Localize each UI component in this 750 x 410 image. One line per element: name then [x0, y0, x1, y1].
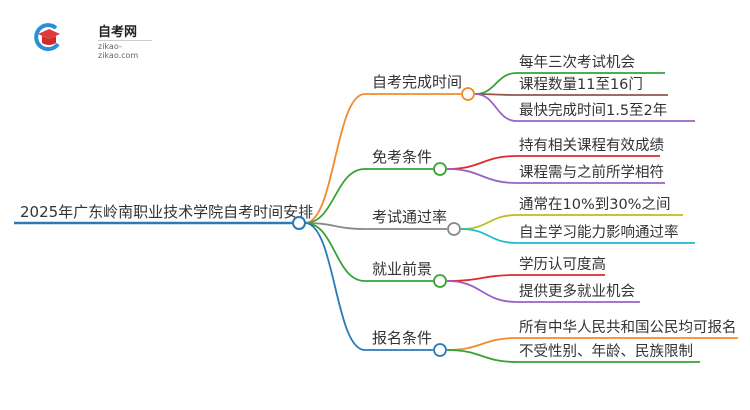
logo-title: 自考网: [98, 25, 138, 40]
leaf-connector: [446, 337, 738, 351]
branch-label: 自考完成时间: [372, 73, 462, 91]
leaf-connector: [474, 93, 695, 122]
leaf-label: 不受性别、年龄、民族限制: [519, 343, 693, 360]
leaf-label: 持有相关课程有效成绩: [519, 137, 664, 154]
root-label: 2025年广东岭南职业技术学院自考时间安排: [20, 203, 313, 221]
leaf-label: 每年三次考试机会: [519, 54, 635, 71]
graduation-cap-logo-icon: [34, 23, 60, 52]
leaf-label: 提供更多就业机会: [519, 283, 635, 300]
leaf-connector: [446, 274, 605, 282]
branch-connector: [304, 222, 433, 282]
branch-label: 就业前景: [372, 260, 432, 278]
branch-node: [461, 87, 475, 101]
branch-connector: [304, 93, 461, 224]
logo: 自考网 zikao-zikao.com: [32, 22, 152, 60]
leaf-connector: [460, 214, 683, 230]
leaf-label: 自主学习能力影响通过率: [519, 224, 679, 241]
leaf-label: 课程数量11至16门: [519, 76, 643, 93]
leaf-label: 课程需与之前所学相符: [519, 164, 664, 181]
branch-connector: [304, 168, 433, 224]
branch-node: [447, 222, 461, 236]
leaf-label: 所有中华人民共和国公民均可报名: [519, 319, 737, 336]
leaf-connector: [446, 280, 640, 303]
root-node: [292, 216, 306, 230]
branch-connector: [304, 222, 447, 230]
branch-label: 免考条件: [372, 148, 432, 166]
branch-node: [433, 274, 447, 288]
branch-node: [433, 343, 447, 357]
branch-label: 考试通过率: [372, 208, 447, 226]
leaf-label: 最快完成时间1.5至2年: [519, 102, 667, 119]
leaf-connector: [446, 155, 660, 170]
branch-connector: [304, 222, 433, 351]
leaf-label: 学历认可度高: [519, 256, 606, 273]
leaf-label: 通常在10%到30%之间: [519, 196, 670, 213]
leaf-connector: [446, 168, 665, 184]
branch-label: 报名条件: [372, 329, 432, 347]
branch-node: [433, 162, 447, 176]
leaf-connector: [474, 93, 668, 96]
leaf-connector: [460, 228, 695, 244]
logo-url: zikao-zikao.com: [98, 40, 152, 60]
leaf-connector: [446, 349, 700, 363]
